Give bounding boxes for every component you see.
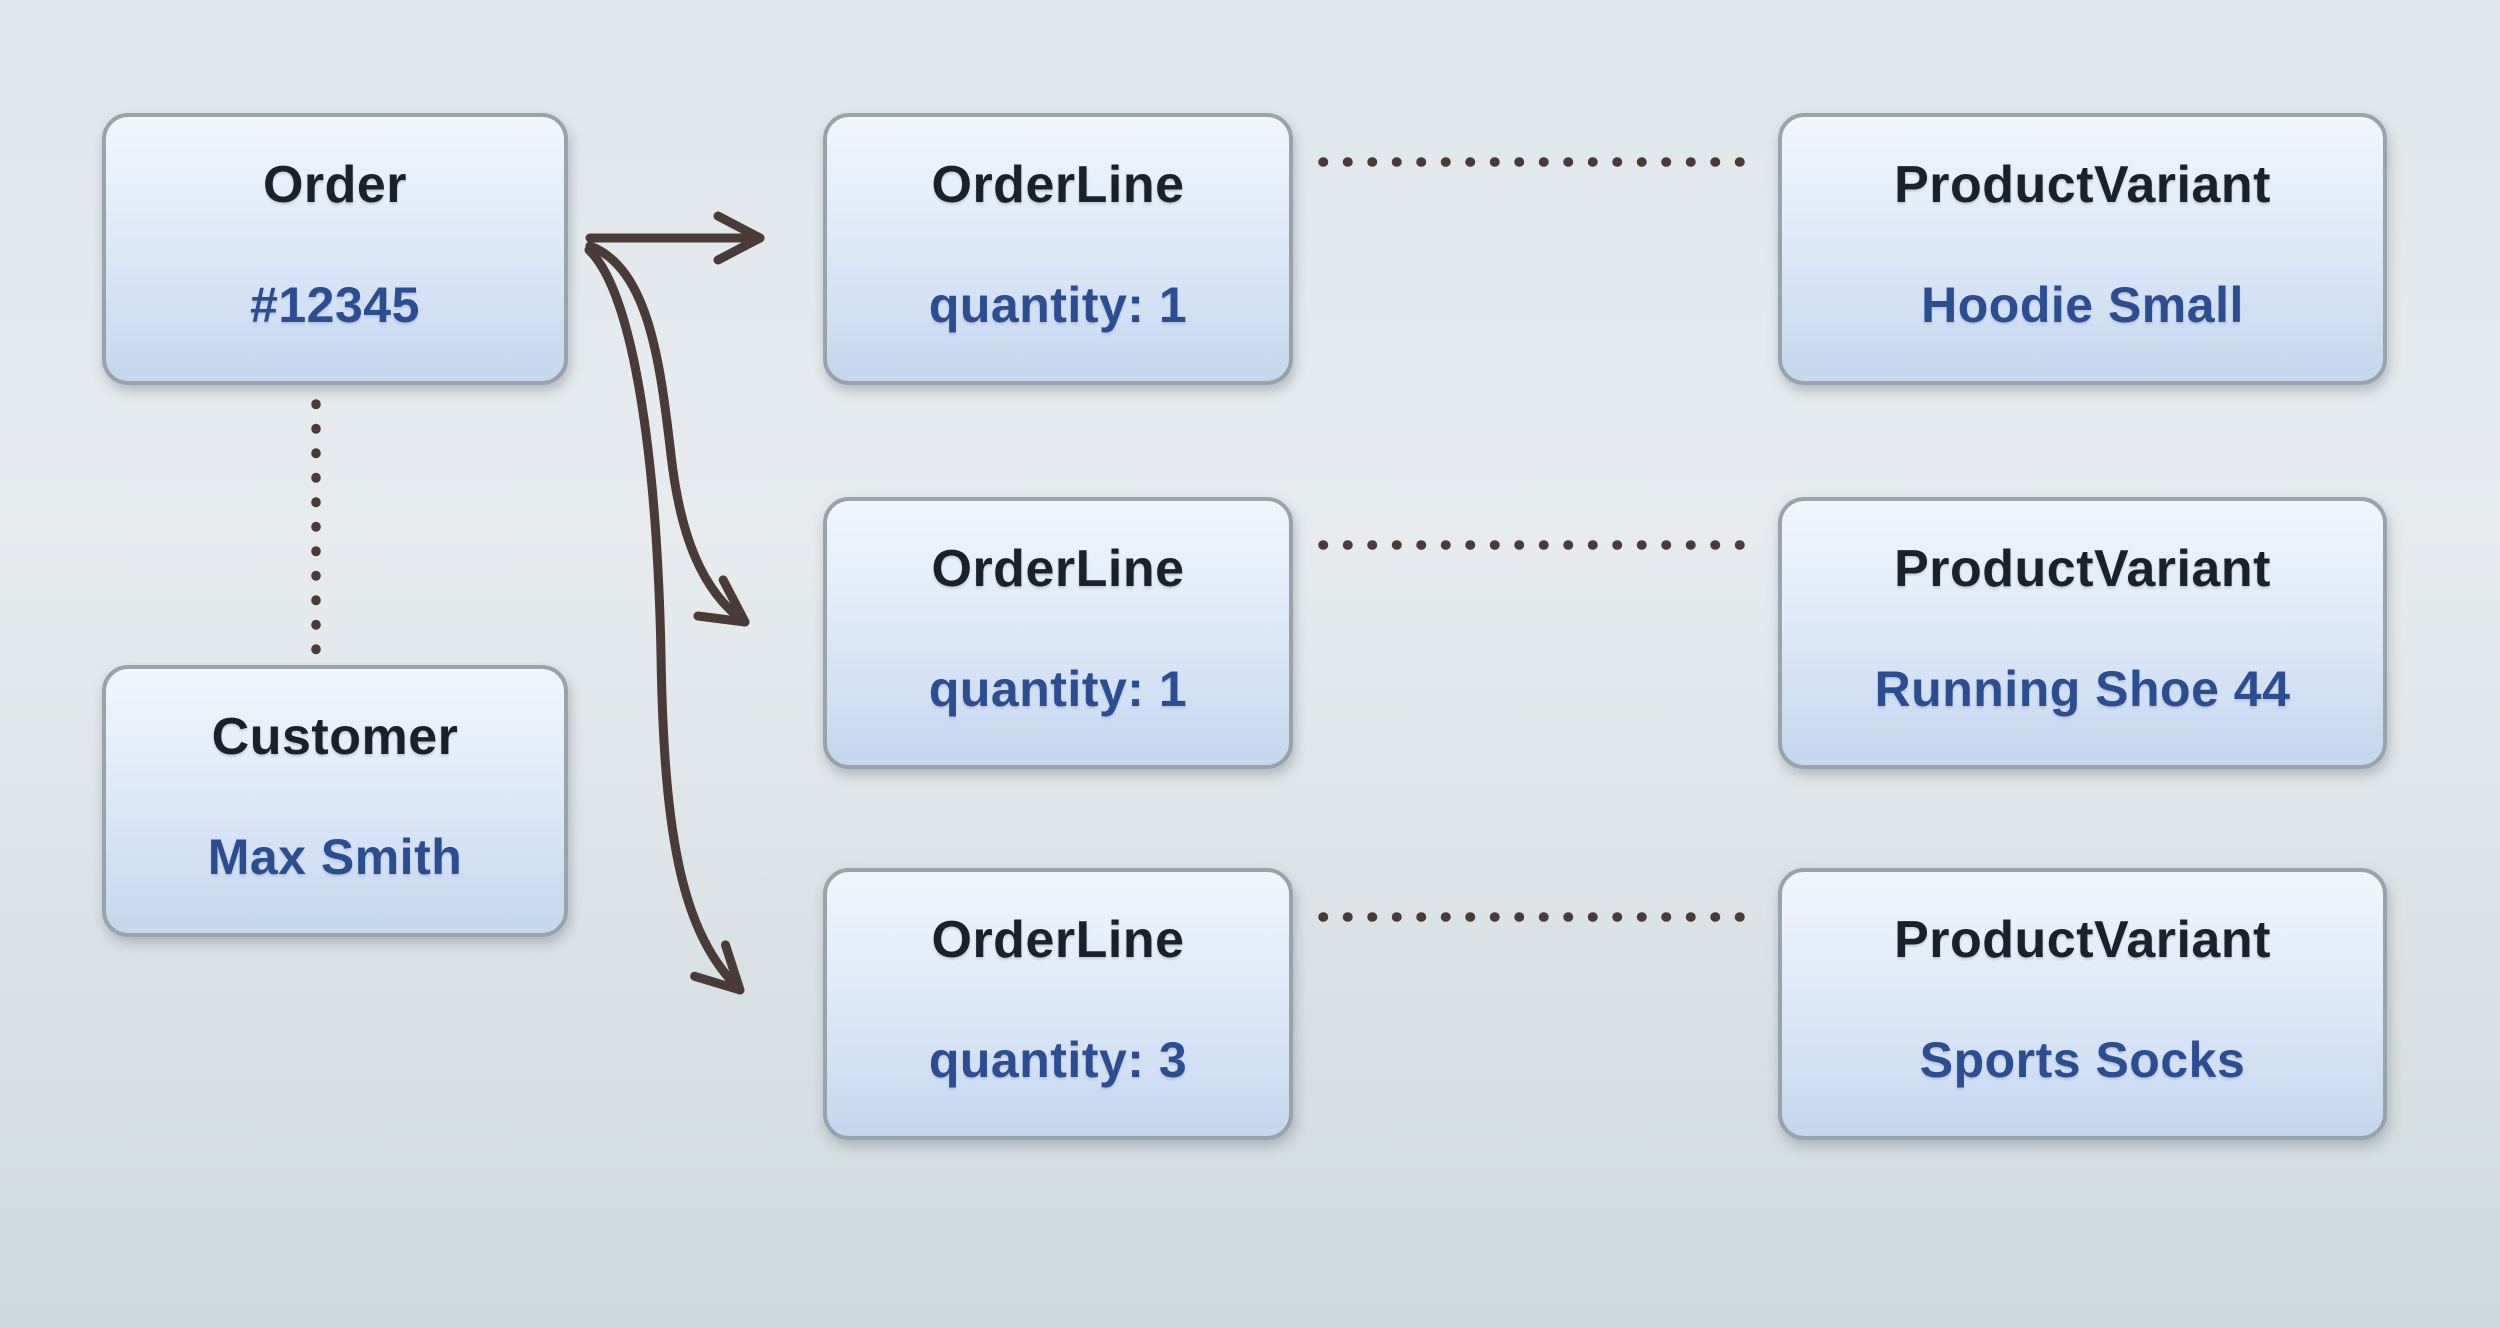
productvariant-entity-box-1: ProductVariant Hoodie Small: [1778, 113, 2387, 385]
entity-name: OrderLine: [931, 540, 1185, 598]
entity-name: Order: [262, 156, 408, 214]
entity-name: Customer: [211, 708, 459, 766]
customer-entity-box: Customer Max Smith: [102, 665, 568, 937]
entity-value: Sports Socks: [1919, 1032, 2246, 1088]
entity-value: Running Shoe 44: [1874, 661, 2291, 717]
entity-value: Hoodie Small: [1921, 277, 2244, 333]
order-entity-box: Order #12345: [102, 113, 568, 385]
productvariant-entity-box-2: ProductVariant Running Shoe 44: [1778, 497, 2387, 769]
entity-value: #12345: [250, 277, 420, 333]
entity-name: ProductVariant: [1894, 156, 2271, 214]
entity-value: quantity: 1: [928, 661, 1188, 717]
orderline-entity-box-3: OrderLine quantity: 3: [823, 868, 1293, 1140]
productvariant-entity-box-3: ProductVariant Sports Socks: [1778, 868, 2387, 1140]
orderline-entity-box-2: OrderLine quantity: 1: [823, 497, 1293, 769]
entity-value: quantity: 3: [928, 1032, 1188, 1088]
entity-value: Max Smith: [207, 829, 463, 885]
entity-value: quantity: 1: [928, 277, 1188, 333]
order-to-orderline2-arrow: [585, 241, 750, 627]
order-to-orderline3-arrow: [584, 245, 745, 995]
entity-name: ProductVariant: [1894, 540, 2271, 598]
entity-name: OrderLine: [931, 911, 1185, 969]
entity-name: ProductVariant: [1894, 911, 2271, 969]
entity-name: OrderLine: [931, 156, 1185, 214]
orderline-entity-box-1: OrderLine quantity: 1: [823, 113, 1293, 385]
